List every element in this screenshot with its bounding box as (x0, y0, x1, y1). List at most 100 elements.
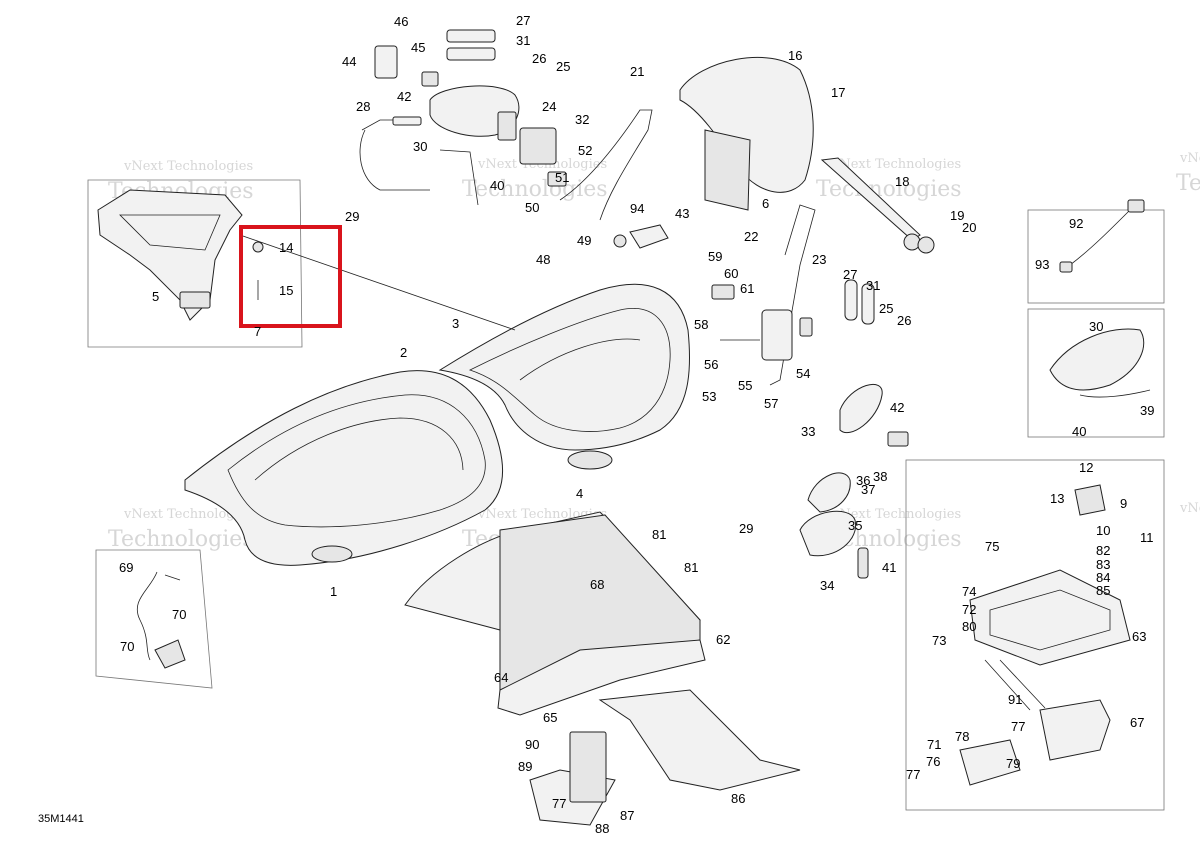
battery-box (529, 731, 616, 826)
callout-35: 35 (848, 518, 862, 533)
callout-77b: 77 (906, 767, 920, 782)
callout-41: 41 (882, 560, 896, 575)
callout-39: 39 (1140, 403, 1154, 418)
callout-9: 9 (1120, 496, 1127, 511)
callout-15: 15 (279, 283, 293, 298)
callout-56: 56 (704, 357, 718, 372)
callout-77: 77 (1011, 719, 1025, 734)
callout-78: 78 (955, 729, 969, 744)
callout-61: 61 (740, 281, 754, 296)
callout-80: 80 (962, 619, 976, 634)
callout-69: 69 (119, 560, 133, 575)
svg-text:vNext Technologies: vNext Technologies (123, 507, 253, 522)
callout-26b: 26 (897, 313, 911, 328)
callout-27: 27 (516, 13, 530, 28)
svg-text:Technologies: Technologies (108, 527, 254, 552)
luggage-rack-frame (959, 484, 1131, 786)
svg-text:vNext Technologies: vNext Technologies (831, 157, 961, 172)
callout-2: 2 (400, 345, 407, 360)
callout-labels: 1 2 3 4 5 6 7 9 10 11 12 13 14 15 16 17 … (119, 13, 1154, 836)
callout-76: 76 (926, 754, 940, 769)
callout-46: 46 (394, 14, 408, 29)
callout-87: 87 (620, 808, 634, 823)
callout-30b: 30 (1089, 319, 1103, 334)
callout-72: 72 (962, 602, 976, 617)
callout-25: 25 (556, 59, 570, 74)
wiring-harness (1049, 199, 1151, 398)
callout-12: 12 (1079, 460, 1093, 475)
callout-74: 74 (962, 584, 976, 599)
callout-29: 29 (345, 209, 359, 224)
callout-70: 70 (172, 607, 186, 622)
callout-50: 50 (525, 200, 539, 215)
callout-48: 48 (536, 252, 550, 267)
callout-70b: 70 (120, 639, 134, 654)
callout-51: 51 (555, 170, 569, 185)
callout-11: 11 (1140, 530, 1154, 545)
grab-handle (799, 472, 869, 579)
callout-63: 63 (1132, 629, 1146, 644)
callout-40b: 40 (490, 178, 504, 193)
callout-77c: 77 (552, 796, 566, 811)
callout-18: 18 (895, 174, 909, 189)
callout-16: 16 (788, 48, 802, 63)
callout-92: 92 (1069, 216, 1083, 231)
callout-27b: 27 (843, 267, 857, 282)
callout-67: 67 (1130, 715, 1144, 730)
callout-52: 52 (578, 143, 592, 158)
callout-91: 91 (1008, 692, 1022, 707)
callout-36: 36 (856, 473, 870, 488)
callout-53: 53 (702, 389, 716, 404)
callout-43: 43 (675, 206, 689, 221)
callout-23: 23 (812, 252, 826, 267)
callout-34: 34 (820, 578, 834, 593)
svg-text:Technologies: Technologies (462, 177, 608, 202)
callout-86: 86 (731, 791, 745, 806)
callout-21: 21 (630, 64, 644, 79)
callout-42: 42 (397, 89, 411, 104)
callout-37: 37 (861, 482, 875, 497)
callout-68: 68 (590, 577, 604, 592)
callout-79: 79 (1006, 756, 1020, 771)
callout-57: 57 (764, 396, 778, 411)
callout-60: 60 (724, 266, 738, 281)
callout-29b: 29 (739, 521, 753, 536)
callout-44: 44 (342, 54, 356, 69)
rider-seat (184, 370, 503, 566)
callout-81b: 81 (684, 560, 698, 575)
callout-10: 10 (1096, 523, 1110, 538)
svg-text:Technologies: Technologies (1176, 171, 1200, 196)
callout-54: 54 (796, 366, 810, 381)
leader-line (239, 234, 516, 331)
callout-25b: 25 (879, 301, 893, 316)
callout-24: 24 (542, 99, 556, 114)
callout-17: 17 (831, 85, 845, 100)
callout-85: 85 (1096, 583, 1110, 598)
callout-19: 19 (950, 208, 964, 223)
tail-bracket (97, 189, 264, 321)
svg-text:Technologies: Technologies (816, 177, 962, 202)
storage-tub (404, 511, 801, 791)
callout-73: 73 (932, 633, 946, 648)
callout-31: 31 (516, 33, 530, 48)
callout-83: 83 (1096, 557, 1110, 572)
svg-text:vNext Technologies: vNext Technologies (831, 507, 961, 522)
callout-13: 13 (1050, 491, 1064, 506)
callout-38: 38 (873, 469, 887, 484)
highlight-box (239, 225, 342, 328)
callout-62: 62 (716, 632, 730, 647)
callout-88: 88 (595, 821, 609, 836)
svg-text:vNext Technologies: vNext Technologies (123, 159, 253, 174)
callout-71: 71 (927, 737, 941, 752)
callout-1: 1 (330, 584, 337, 599)
callout-84: 84 (1096, 570, 1110, 585)
svg-text:vNext Technologies: vNext Technologies (1179, 151, 1200, 166)
callout-49: 49 (577, 233, 591, 248)
callout-75: 75 (985, 539, 999, 554)
callout-14: 14 (279, 240, 293, 255)
seat-cover (679, 56, 935, 254)
callout-5: 5 (152, 289, 159, 304)
callout-45: 45 (411, 40, 425, 55)
figure-code: 35M1441 (38, 813, 84, 825)
callout-7: 7 (254, 324, 261, 339)
